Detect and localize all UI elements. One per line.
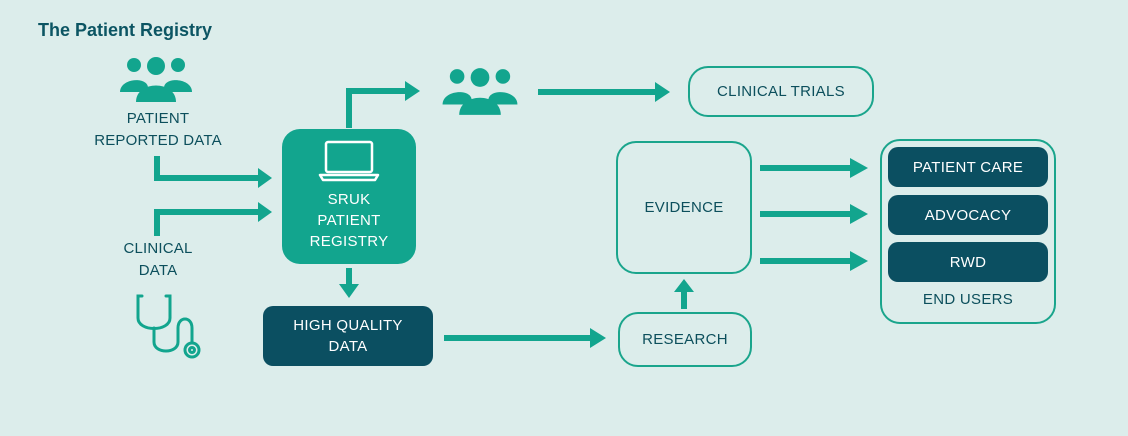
- evidence-box: EVIDENCE: [616, 141, 752, 274]
- arrow-registry-to-participants: [346, 88, 405, 128]
- people-group-icon: [442, 68, 518, 115]
- high-quality-data-box: HIGH QUALITY DATA: [263, 306, 433, 366]
- arrow-clinical-data-to-registry: [154, 209, 258, 236]
- registry-box: SRUK PATIENT REGISTRY: [282, 129, 416, 264]
- clinical-data-label: CLINICAL DATA: [123, 240, 193, 279]
- laptop-icon: [318, 140, 380, 182]
- end-users-caption: END USERS: [922, 291, 1014, 308]
- stethoscope-icon: [136, 294, 201, 359]
- page-title: The Patient Registry: [38, 20, 213, 40]
- end-user-patient-care: PATIENT CARE: [888, 147, 1048, 187]
- end-users-panel: PATIENT CARE ADVOCACY RWD END USERS: [880, 139, 1056, 324]
- registry-label: SRUK PATIENT REGISTRY: [309, 191, 389, 250]
- people-group-icon: [120, 57, 192, 102]
- end-user-advocacy: ADVOCACY: [888, 195, 1048, 235]
- clinical-trials-box: CLINICAL TRIALS: [688, 66, 874, 117]
- patient-reported-data-label: PATIENT REPORTED DATA: [94, 110, 222, 149]
- research-box: RESEARCH: [618, 312, 752, 367]
- end-user-rwd: RWD: [888, 242, 1048, 282]
- arrow-patient-data-to-registry: [154, 156, 258, 181]
